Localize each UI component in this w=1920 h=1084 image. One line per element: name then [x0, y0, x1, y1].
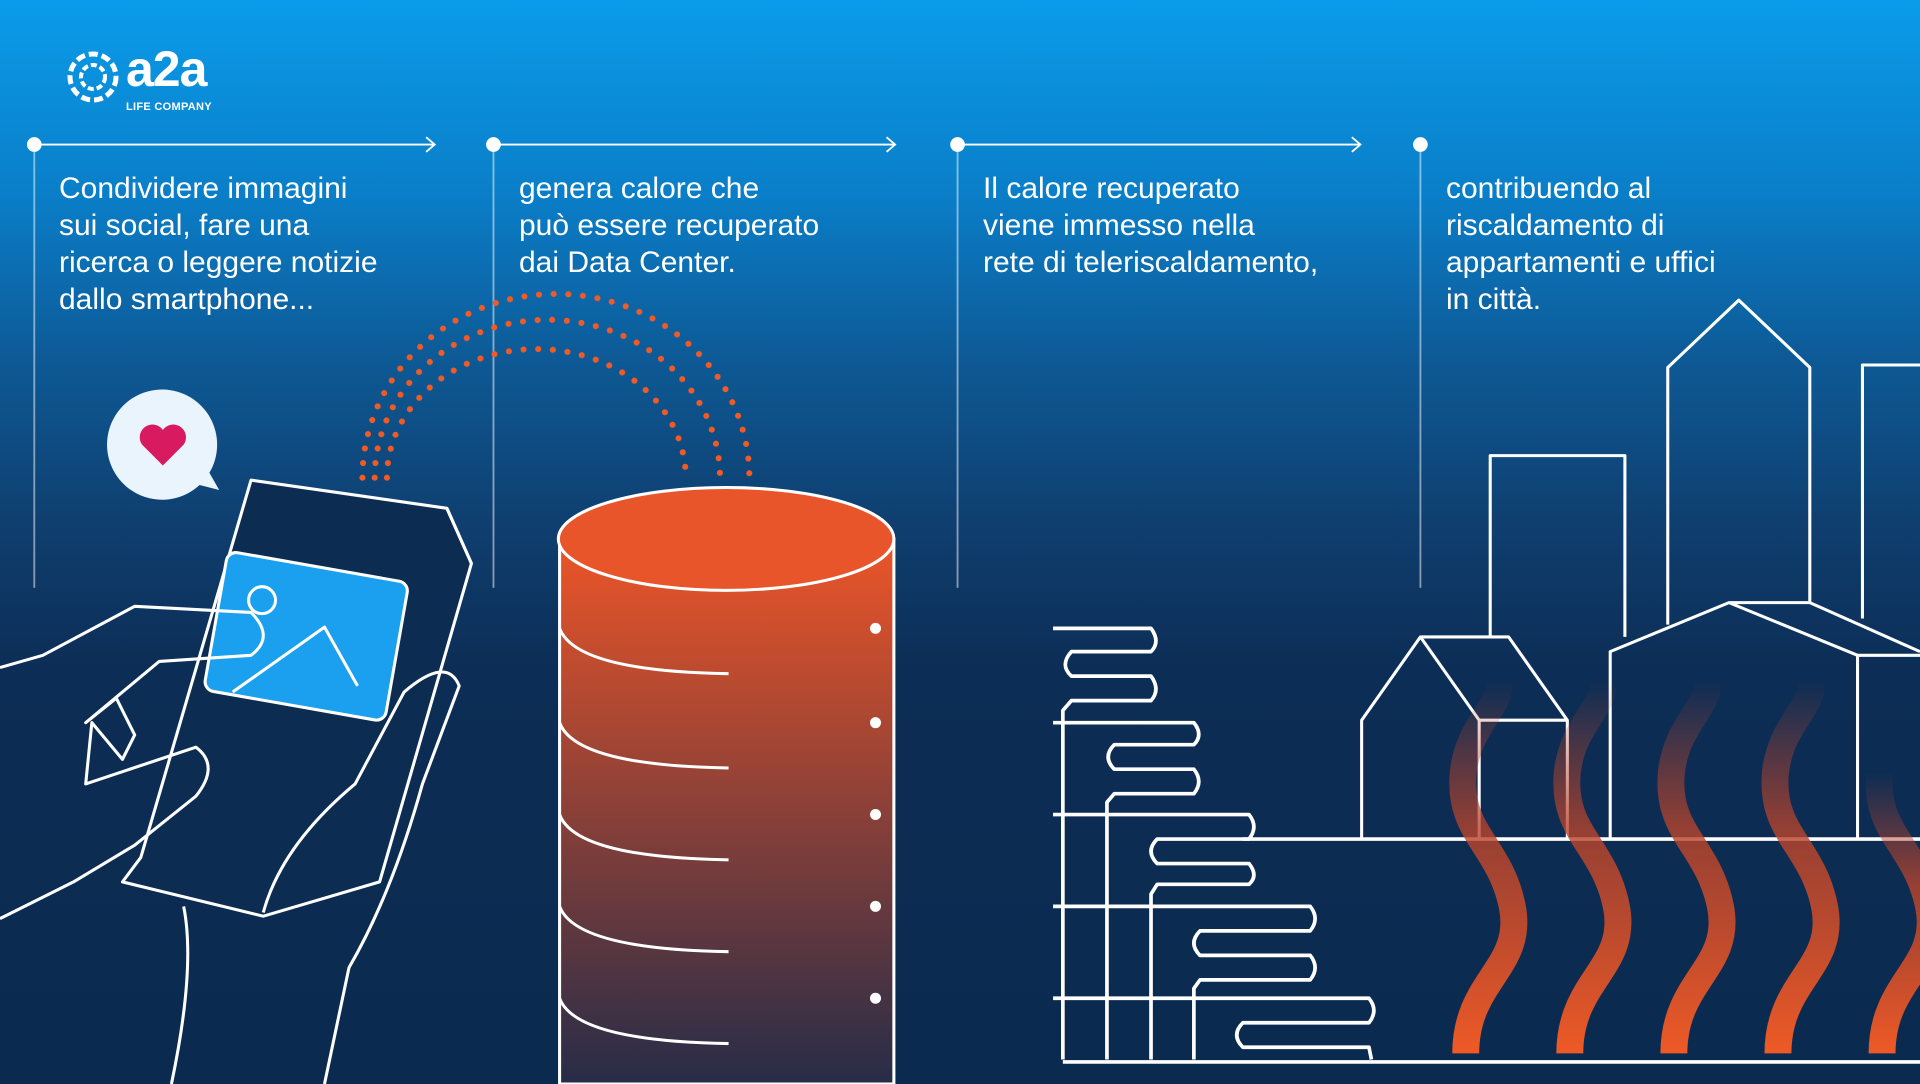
step-4-text: contribuendo al riscaldamento di apparta… [1446, 172, 1716, 316]
step-3-text: Il calore recuperato viene immesso nella… [983, 172, 1319, 279]
logo-tagline: LIFE COMPANY [126, 101, 212, 113]
step-2-text: genera calore che può essere recuperato … [519, 172, 820, 279]
step-1-text: Condividere immagini sui social, fare un… [59, 172, 378, 316]
phone-hand-icon [0, 478, 473, 1084]
heating-pipes [897, 626, 1920, 1064]
city-buildings-icon [1360, 298, 1920, 840]
timeline [33, 136, 1422, 588]
heart-bubble-icon [107, 389, 220, 500]
a2a-logo: a2a LIFE COMPANY [66, 40, 212, 114]
logo-text: a2a LIFE COMPANY [126, 40, 212, 114]
heat-waves-icon [1449, 678, 1920, 1054]
logo-word: a2a [126, 41, 207, 97]
data-center-icon [556, 485, 896, 1084]
a2a-logo-mark-icon [67, 51, 119, 103]
heat-arcs-icon [359, 290, 753, 481]
timeline-dots [26, 137, 1428, 152]
